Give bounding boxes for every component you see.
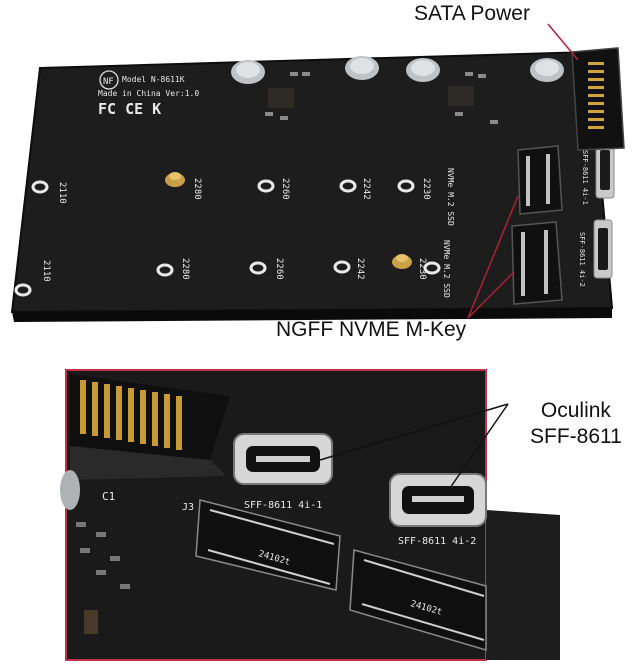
svg-text:2280: 2280 — [180, 258, 190, 280]
zoom-capacitor — [60, 470, 80, 510]
callout-line-sata — [547, 23, 579, 61]
zoom-oculink-port-1 — [233, 433, 333, 485]
svg-text:SFF-8611 4i-2: SFF-8611 4i-2 — [578, 232, 586, 287]
svg-text:2242: 2242 — [361, 178, 371, 200]
zoom-smd-parts — [76, 522, 130, 634]
ngff-nvme-callout: NGFF NVME M-Key — [276, 318, 467, 341]
svg-text:2230: 2230 — [417, 258, 427, 280]
nf-logo — [99, 70, 119, 90]
oculink-callout: Oculink SFF-8611 — [530, 398, 622, 450]
oculink-port-1 — [595, 141, 615, 199]
oculink-port-2 — [593, 219, 613, 279]
sata-power-callout: SATA Power — [414, 2, 530, 25]
zoom-c1-label: C1 — [102, 490, 115, 503]
svg-text:2230: 2230 — [421, 178, 431, 200]
mount-size-labels-row-2: 2110 2280 2260 2242 2230 — [41, 258, 427, 282]
zoom-oculink-port-2 — [389, 473, 487, 527]
cert-marks: FC CE K — [98, 100, 161, 118]
made-in-label: Made in China Ver:1.0 — [98, 89, 199, 98]
board-top-photo: NF Model N-8611K Made in China Ver:1.0 F… — [10, 23, 625, 322]
svg-text:SFF-8611 4i-1: SFF-8611 4i-1 — [581, 150, 589, 205]
nf-logo-text: NF — [103, 77, 114, 87]
port-labels-top: SFF-8611 4i-1 SFF-8611 4i-2 — [578, 150, 589, 287]
callout-line-oculink-1 — [319, 403, 509, 461]
slot-labels: NVMe M.2 SSD NVMe M.2 SSD — [442, 168, 455, 298]
zoom-detail-photo: SFF-8611 4i-1 SFF-8611 4i-2 C1 J3 24102t… — [0, 360, 640, 665]
zoom-board-extension — [486, 510, 560, 660]
zoom-m2-slot-2: 24102t — [349, 549, 487, 652]
inductor-1 — [268, 88, 294, 108]
mount-size-labels-row-1: 2110 2280 2260 2242 2230 — [57, 178, 431, 204]
zoom-port2-label: SFF-8611 4i-2 — [398, 536, 476, 547]
mount-holes-row-1 — [31, 179, 415, 194]
svg-text:2280: 2280 — [192, 178, 202, 200]
svg-text:NVMe M.2 SSD: NVMe M.2 SSD — [442, 240, 451, 298]
pcb-edge — [12, 308, 612, 322]
zoom-j3-label: J3 — [182, 502, 194, 513]
mount-holes-row-2 — [14, 260, 441, 297]
zoom-sata-contacts — [70, 374, 230, 480]
svg-text:2242: 2242 — [355, 258, 365, 280]
capacitor-2 — [345, 56, 379, 80]
oculink-callout-line-1: Oculink — [540, 399, 611, 422]
svg-text:2260: 2260 — [274, 258, 284, 280]
capacitor-1 — [231, 60, 265, 84]
svg-text:2260: 2260 — [280, 178, 290, 200]
callout-line-nvme-1 — [467, 195, 519, 319]
capacitor-4 — [530, 58, 564, 82]
oculink-callout-line-2: SFF-8611 — [530, 425, 622, 448]
callout-line-nvme-2 — [467, 271, 515, 319]
sata-power-connector — [571, 47, 625, 151]
zoom-m2-slot-1: 24102t — [195, 499, 341, 591]
m2-slot-2 — [511, 221, 563, 305]
svg-text:2110: 2110 — [41, 260, 51, 282]
m2-slot-1 — [517, 145, 563, 215]
zoom-port1-label: SFF-8611 4i-1 — [244, 500, 322, 511]
callout-line-oculink-2 — [449, 403, 509, 489]
capacitor-3 — [406, 58, 440, 82]
brass-standoff-2 — [392, 254, 412, 269]
smd-components — [265, 72, 498, 124]
brass-standoff-1 — [165, 172, 185, 187]
svg-text:2110: 2110 — [57, 182, 67, 204]
svg-text:NVMe M.2 SSD: NVMe M.2 SSD — [446, 168, 455, 226]
model-label: Model N-8611K — [122, 75, 185, 84]
inductor-2 — [448, 86, 474, 106]
